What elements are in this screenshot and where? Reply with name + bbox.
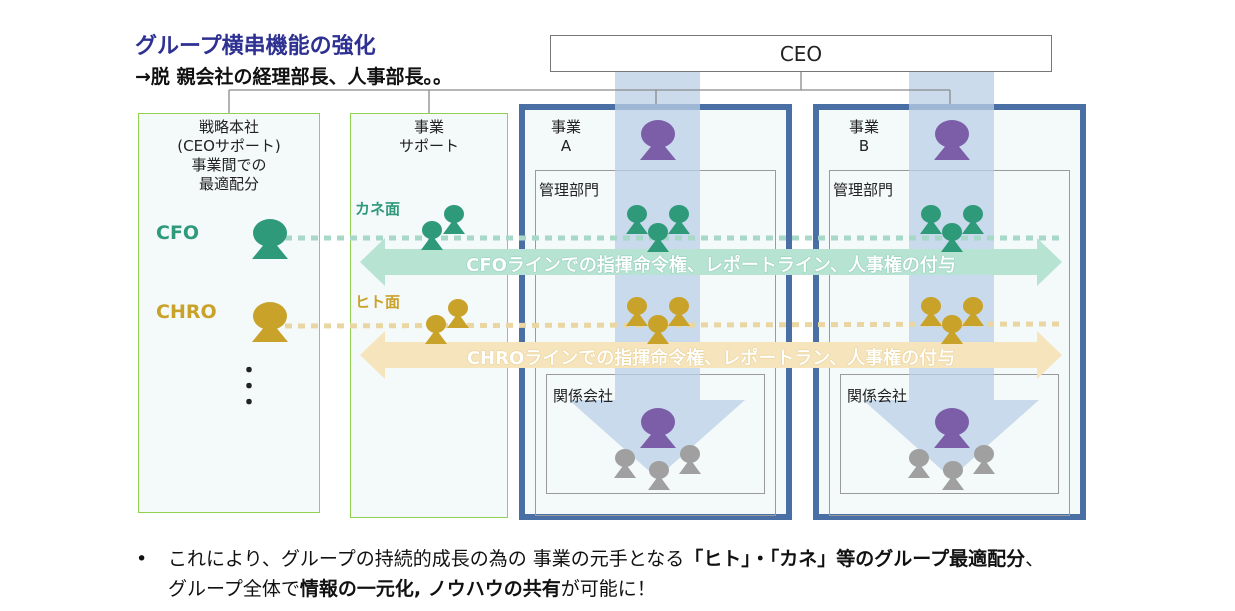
money-aspect-label: カネ面 — [355, 200, 401, 218]
business-b-label: 事業 B — [836, 118, 892, 156]
summary-line-2: グループ全体で情報の一元化, ノウハウの共有が可能に！ — [168, 574, 656, 604]
admin-a-label: 管理部門 — [539, 181, 600, 199]
support-money-people-icon — [421, 205, 465, 250]
chro-double-arrow — [360, 331, 1062, 379]
chro-label: CHRO — [156, 301, 217, 323]
summary-text: これにより、グループの持続的成長の為の 事業の元手となる — [168, 548, 685, 570]
business-a-head-icon — [640, 120, 676, 160]
page-subtitle: →脱 親会社の経理部長、人事部長。。 — [135, 66, 453, 88]
cfo-double-arrow — [360, 238, 1062, 286]
summary-bullet-marker: • — [136, 548, 148, 570]
summary-text: 、 — [1025, 548, 1045, 570]
support-panel — [350, 113, 508, 518]
affiliate-b-label: 関係会社 — [847, 387, 908, 405]
business-b-label-line: 事業 — [848, 118, 879, 136]
admin-b-label: 管理部門 — [833, 181, 894, 199]
business-a-label: 事業 A — [538, 118, 594, 156]
more-roles-ellipsis: ・ ・ ・ — [238, 359, 261, 416]
strategy-label-line: (CEOサポート) — [177, 137, 281, 155]
strategy-label-line: 戦略本社 — [198, 118, 259, 136]
affiliate-a-head-icon — [640, 408, 676, 448]
strategy-panel — [138, 113, 320, 513]
business-a-label-line: 事業 — [550, 118, 581, 136]
affiliate-a-label: 関係会社 — [553, 387, 614, 405]
cfo-label: CFO — [156, 222, 200, 244]
support-label: 事業 サポート — [350, 118, 508, 156]
cfo-person-icon — [252, 219, 288, 259]
business-b-head-icon — [934, 120, 970, 160]
strategy-label: 戦略本社 (CEOサポート) 事業間での 最適配分 — [138, 118, 320, 194]
org-connectors — [228, 72, 951, 113]
people-aspect-label: ヒト面 — [355, 293, 401, 311]
support-label-line: 事業 — [413, 118, 444, 136]
support-label-line: サポート — [398, 137, 459, 155]
ceo-box: CEO — [550, 35, 1052, 72]
business-a-label-line: A — [560, 137, 572, 155]
summary-emphasis: 「ヒト」・「カネ」等のグループ最適配分 — [684, 548, 1026, 570]
ceo-label: CEO — [779, 41, 823, 66]
chro-arrow-text: CHROラインでの指揮命令権、レポートラン、人事権の付与 — [466, 348, 956, 369]
strategy-label-line: 最適配分 — [198, 175, 259, 193]
cfo-arrow-text: CFOラインでの指揮命令権、レポートライン、人事権の付与 — [466, 255, 956, 276]
summary-text: グループ全体で — [168, 578, 300, 600]
summary-line-1: これにより、グループの持続的成長の為の 事業の元手となる「ヒト」・「カネ」等のグ… — [168, 544, 1044, 574]
chro-person-icon — [252, 302, 288, 342]
business-b-label-line: B — [858, 137, 870, 155]
strategy-label-line: 事業間での — [191, 156, 267, 174]
affiliate-b-head-icon — [934, 408, 970, 448]
support-people-people-icon — [425, 299, 469, 344]
summary-text: が可能に！ — [560, 578, 656, 600]
summary-emphasis: 情報の一元化, ノウハウの共有 — [299, 578, 561, 600]
page-title: グループ横串機能の強化 — [135, 34, 376, 59]
